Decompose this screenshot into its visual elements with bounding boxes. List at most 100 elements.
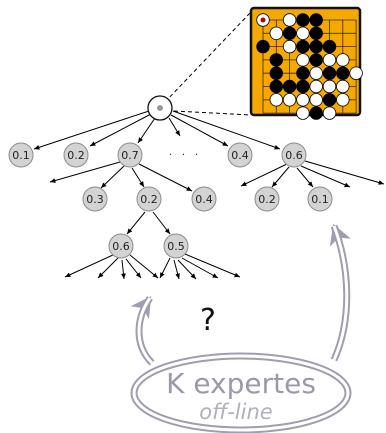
edge-root-0-4: [170, 114, 229, 147]
black-stone: [296, 13, 310, 27]
black-stone: [269, 66, 284, 80]
edge-leaf-a5: [129, 254, 159, 279]
black-stone: [309, 53, 323, 67]
edge-root-0-6: [172, 110, 281, 150]
black-stone: [336, 66, 350, 80]
black-stone: [269, 53, 284, 67]
edge-0-7-0-4: [138, 163, 193, 192]
edge-0-6-0-2: [271, 166, 290, 188]
edge-leaf-b5: [184, 253, 241, 278]
black-stone: [282, 26, 297, 41]
node-label: 0.2: [258, 193, 276, 206]
node-label: 0.5: [167, 240, 185, 253]
white-stone: [336, 53, 350, 67]
node-0-7-child-2: 0.4: [191, 186, 217, 212]
white-stone: [296, 106, 310, 120]
go-board-stones: [256, 13, 363, 120]
experts-title: K expertes: [166, 367, 316, 400]
edge-0-2-0-6: [126, 211, 146, 235]
node-label: 0.6: [112, 240, 130, 253]
edge-leaf-a4: [125, 258, 142, 279]
expert-arrow-left: [130, 295, 155, 366]
edge-leaf-b2: [173, 259, 180, 280]
node-0-7-child-1: 0.2: [136, 186, 162, 212]
white-stone: [322, 79, 337, 94]
node-0-6-child-1: 0.1: [307, 186, 333, 212]
black-stone: [296, 66, 310, 80]
node-level1-2: 0.7: [117, 142, 143, 168]
node-label: 0.6: [285, 149, 303, 162]
node-0-2-child-1: 0.5: [163, 233, 189, 259]
node-label: 0.7: [121, 149, 139, 162]
edge-0-6-stub3: [304, 160, 385, 185]
white-stone: [309, 93, 323, 107]
black-stone: [296, 79, 310, 94]
edge-0-7-0-3: [100, 165, 125, 189]
white-stone: [309, 79, 323, 94]
white-stone: [282, 13, 297, 27]
black-stone: [282, 79, 297, 94]
zoom-line-bottom: [173, 110, 252, 116]
zoom-line-top: [164, 11, 252, 103]
black-stone: [256, 39, 270, 54]
node-label: 0.4: [195, 193, 213, 206]
edge-0-7-leftstub: [49, 161, 121, 183]
edge-0-2-0-5: [152, 211, 171, 235]
black-stone: [309, 13, 323, 27]
white-stone: [336, 93, 350, 107]
node-label: 0.2: [140, 193, 158, 206]
white-stone: [336, 79, 350, 94]
node-level1-4: 0.6: [281, 142, 307, 168]
node-0-6-child-0: 0.2: [254, 186, 280, 212]
black-stone: [309, 39, 323, 54]
white-stone: [296, 53, 310, 67]
last-move-marker: [260, 17, 266, 23]
edge-leaf-a2: [97, 257, 119, 279]
white-stone: [269, 26, 284, 41]
edge-0-6-stub1: [240, 163, 288, 187]
edge-root-0-2: [89, 113, 152, 147]
edge-0-6-0-1: [296, 167, 314, 188]
white-stone: [296, 93, 310, 107]
node-0-2-child-0: 0.6: [108, 233, 134, 259]
node-level1-3: 0.4: [227, 142, 253, 168]
black-stone: [269, 79, 284, 94]
edge-leaf-a1: [64, 253, 116, 278]
edge-root-dots: [168, 117, 181, 137]
edge-root-0-1: [33, 110, 150, 150]
black-stone: [296, 39, 310, 54]
node-label: 0.3: [86, 193, 104, 206]
node-0-7-child-0: 0.3: [82, 186, 108, 212]
edge-0-7-0-2: [131, 167, 145, 188]
node-label: 0.2: [67, 149, 85, 162]
node-level1-0: 0.1: [8, 142, 34, 168]
edge-leaf-b4: [181, 257, 219, 279]
edge-root-0-7: [137, 117, 156, 144]
white-stone: [349, 66, 363, 80]
edge-leaf-b1: [159, 257, 171, 279]
experts-subtitle: off-line: [199, 400, 272, 424]
node-level1-1: 0.2: [63, 142, 89, 168]
white-stone: [282, 93, 297, 107]
tree-edges: [33, 110, 385, 280]
edge-0-6-stub2: [300, 165, 351, 188]
white-stone: [309, 66, 323, 80]
white-stone: [296, 26, 310, 41]
black-stone: [322, 93, 337, 107]
question-mark: ?: [200, 303, 216, 338]
black-stone: [322, 66, 337, 80]
root-node: [147, 95, 173, 121]
white-stone: [282, 39, 297, 54]
node-label: 0.4: [231, 149, 249, 162]
white-stone: [322, 53, 337, 67]
black-stone: [309, 106, 323, 120]
edge-leaf-a3: [121, 259, 126, 280]
node-label: 0.1: [12, 149, 30, 162]
experts-ellipse: [130, 352, 352, 433]
black-stone: [309, 26, 323, 41]
level1-ellipsis: · · ·: [169, 148, 201, 161]
edge-leaf-b3: [177, 259, 197, 280]
white-stone: [269, 93, 284, 107]
white-stone: [322, 106, 337, 120]
